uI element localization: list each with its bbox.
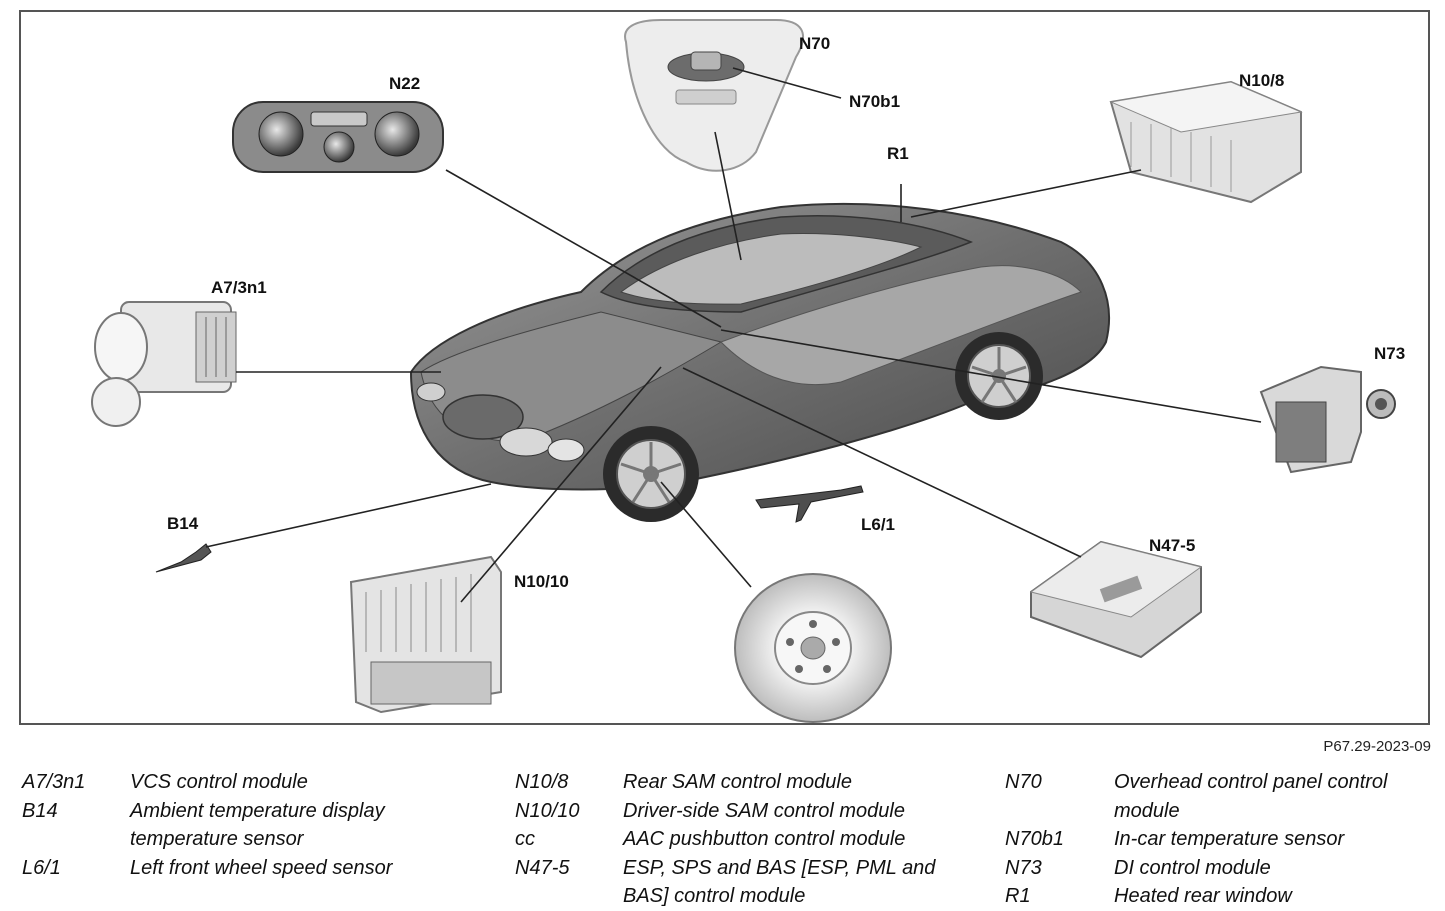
legend-row: R1 Heated rear window [1005,882,1430,911]
leader-lines [205,67,1262,603]
legend-code: N10/10 [515,799,580,822]
legend-code: B14 [22,799,58,822]
callout-l6-1: L6/1 [861,515,896,534]
legend-column-3: N70 Overhead control panel control modul… [1005,768,1430,911]
legend-code: N47-5 [515,856,570,879]
rear-sam-module-image [1109,80,1303,204]
legend-row: L6/1 Left front wheel speed sensor [22,854,482,883]
callout-b14: B14 [167,514,199,533]
legend-code: N70 [1005,771,1042,793]
legend-row: N70b1 In-car temperature sensor [1005,825,1430,854]
brake-disc-image [734,573,892,723]
legend-code: N70b1 [1005,828,1064,850]
legend-description: ESP, SPS and BAS [ESP, PML and BAS] cont… [623,856,936,908]
legend-code: R1 [1005,885,1031,907]
legend-code: N10/8 [515,771,569,793]
esp-control-module-image [1029,540,1203,659]
di-module-image [1259,365,1396,474]
legend-row: N10/8 Rear SAM control module [515,768,995,797]
callout-n22: N22 [389,74,421,93]
legend-description: Ambient temperature display temperature … [130,799,385,851]
legend-code: A7/3n1 [22,771,86,793]
climate-control-panel-image [232,101,444,173]
legend-description: Driver-side SAM control module [623,799,905,822]
legend-row: N47-5 ESP, SPS and BAS [ESP, PML and BAS… [515,854,995,911]
overhead-panel-image [624,19,805,172]
callout-n47-5: N47-5 [1149,536,1196,555]
legend-description: Heated rear window [1114,885,1292,907]
component-location-diagram [91,19,1396,723]
legend-description: AAC pushbutton control module [623,828,906,850]
callout-n70b1: N70b1 [849,92,901,111]
callout-n70: N70 [799,34,831,53]
figure-reference: P67.29-2023-09 [1323,738,1431,755]
diagram-frame: N70 N70b1 N22 N10/8 R1 A7/3n1 N73 B14 L6… [19,10,1430,725]
legend-description: Left front wheel speed sensor [130,856,393,879]
legend-description: VCS control module [130,771,308,793]
legend-row: cc AAC pushbutton control module [515,825,995,854]
legend-code: N73 [1005,856,1042,879]
legend-row: N70 Overhead control panel control modul… [1005,768,1430,825]
legend-row: B14 Ambient temperature display temperat… [22,797,482,854]
legend-row: A7/3n1 VCS control module [22,768,482,797]
legend-column-2: N10/8 Rear SAM control module N10/10 Dri… [515,768,995,911]
callout-r1: R1 [887,144,909,163]
legend-row: N73 DI control module [1005,854,1430,883]
ambient-temperature-sensor-image [155,543,212,573]
legend-description: Overhead control panel control module [1114,771,1388,822]
legend-description: In-car temperature sensor [1114,828,1345,850]
callout-a7-3n1: A7/3n1 [211,278,267,297]
legend-code: L6/1 [22,856,61,879]
legend-code: cc [515,828,535,850]
legend-row: N10/10 Driver-side SAM control module [515,797,995,826]
callout-n73: N73 [1374,344,1406,363]
driver-side-sam-module-image [349,555,502,714]
callout-n10-10: N10/10 [514,572,569,591]
legend-description: Rear SAM control module [623,771,852,793]
legend-description: DI control module [1114,856,1271,879]
callout-n10-8: N10/8 [1239,71,1285,90]
vcs-module-image [91,301,237,427]
car-illustration [409,202,1110,522]
wheel-speed-sensor-image [755,485,864,523]
legend-column-1: A7/3n1 VCS control module B14 Ambient te… [22,768,482,882]
